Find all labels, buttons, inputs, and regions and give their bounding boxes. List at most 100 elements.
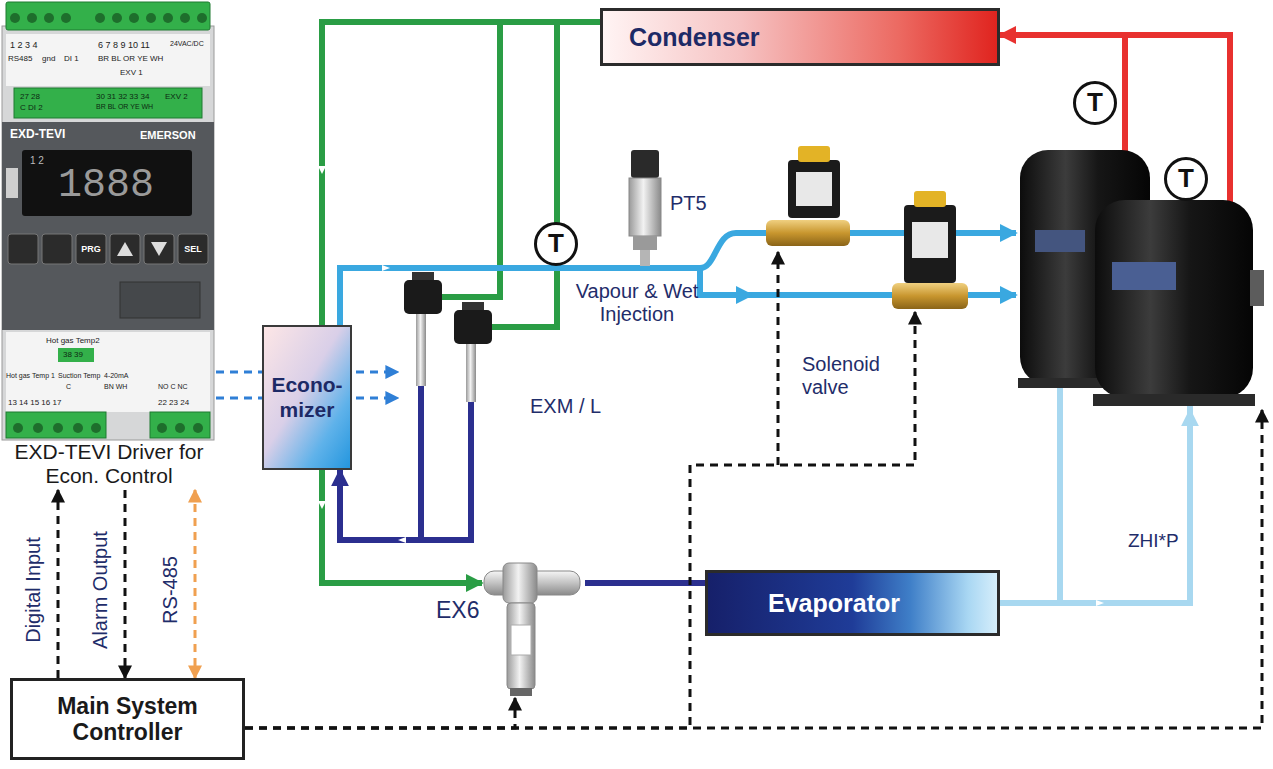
device-marking: EXD-TEVI <box>10 128 65 142</box>
pipe-segment <box>418 384 424 543</box>
expansion-valve-picture <box>416 314 426 386</box>
terminal-screw <box>91 423 101 433</box>
driver-module <box>2 26 214 440</box>
ex6-valve-picture <box>484 563 580 696</box>
solenoid-valve-picture <box>904 205 956 283</box>
refrigerant-pipe <box>340 268 752 325</box>
solenoid-valve-picture <box>788 160 840 218</box>
terminal-screw <box>112 13 122 23</box>
device-marking: 30 31 32 33 34 <box>96 92 149 101</box>
expansion-valve-picture <box>404 280 442 314</box>
flow-arrow <box>318 166 1104 606</box>
device-marking: NO C NC <box>158 383 188 391</box>
device-marking: gnd <box>42 54 55 63</box>
device-marking: Suction Temp <box>58 372 100 380</box>
driver-module <box>117 242 133 256</box>
refrigerant-pipe <box>1000 292 1016 298</box>
signal-label: RS-485 <box>159 553 182 627</box>
compressor-picture <box>1093 394 1255 406</box>
terminal-screw <box>180 13 190 23</box>
refrigerant-pipe <box>322 22 600 583</box>
device-marking: PRG <box>76 244 106 254</box>
device-marking: SEL <box>178 244 208 254</box>
node-label: Condenser <box>629 23 760 52</box>
flow-arrow <box>398 537 406 543</box>
device-marking: 1 2 3 4 <box>10 40 38 50</box>
refrigerant-pipe <box>1000 410 1190 603</box>
terminal-screw <box>175 423 185 433</box>
terminal-screw <box>10 13 207 23</box>
refrigerant-pipe <box>585 580 705 586</box>
flow-arrow <box>1096 600 1104 606</box>
pipe-segment <box>1122 35 1128 160</box>
terminal-screw <box>61 13 71 23</box>
compressor-picture <box>1018 150 1264 406</box>
driver-module <box>120 282 200 318</box>
ex6-valve-picture <box>503 563 537 603</box>
pipe-segment <box>1057 380 1063 606</box>
terminal-screw <box>129 13 139 23</box>
device-marking: RS485 <box>8 54 32 63</box>
control-signal-line <box>57 490 60 678</box>
solenoid-valve-picture <box>892 283 968 309</box>
device-marking: 22 23 24 <box>158 398 189 407</box>
temperature-sensor: T <box>1073 81 1117 125</box>
device-marking: DI 1 <box>64 54 79 63</box>
node-label: ZHI*P <box>1128 530 1179 552</box>
pressure-transducer-picture <box>640 250 650 266</box>
terminal-screw <box>157 423 167 433</box>
device-marking: 38 39 <box>63 350 83 359</box>
flow-note: Vapour & Wet Injection <box>566 280 708 326</box>
pressure-transducer: PT5 <box>624 148 666 264</box>
driver-module <box>22 150 192 216</box>
signal-label: Alarm Output <box>89 528 112 652</box>
control-signal-line <box>245 698 515 728</box>
driver-module <box>8 234 38 264</box>
driver-module <box>2 122 214 330</box>
terminal-screw <box>13 423 23 433</box>
node-label: Evaporator <box>768 589 900 618</box>
terminal-screw <box>53 423 63 433</box>
device-marking: 6 7 8 9 10 11 <box>98 40 150 50</box>
refrigerant-pipe <box>495 22 600 297</box>
driver-module <box>6 412 106 438</box>
node-label: T <box>548 229 564 259</box>
device-marking: BR BL OR YE WH <box>98 54 163 63</box>
terminal-screw <box>13 423 203 433</box>
device-marking: EMERSON <box>140 129 196 142</box>
driver-module <box>2 2 214 440</box>
node-label: PT5 <box>670 192 707 215</box>
device-marking: 1888 <box>58 166 154 206</box>
refrigerant-pipe <box>1000 35 1230 150</box>
temperature-sensor: T <box>534 222 578 266</box>
compressor-picture <box>1035 230 1085 252</box>
device-marking: EXV 2 <box>165 92 188 101</box>
driver-module <box>58 348 94 362</box>
controller-box: Main System Controller <box>10 678 245 760</box>
condenser-box: Condenser <box>600 8 1000 66</box>
driver-module <box>144 234 174 264</box>
compressor-picture <box>1112 262 1176 290</box>
expansion-valve-picture <box>466 344 476 402</box>
device-marking: 1 2 <box>30 155 44 167</box>
terminal-screw <box>163 13 173 23</box>
pipe-segment <box>1227 150 1233 206</box>
device-marking: Hot gas Temp 1 <box>6 372 55 380</box>
device-marking: C <box>66 383 71 391</box>
driver-module <box>6 34 210 86</box>
evaporator-box: Evaporator <box>705 570 1000 636</box>
driver-module <box>6 332 210 412</box>
node-label: Econo- mizer <box>268 373 346 421</box>
terminal-screw <box>27 13 37 23</box>
node-label: Solenoid valve <box>802 353 898 399</box>
device-marking: 24VAC/DC <box>170 40 204 48</box>
ex6-valve-picture <box>510 688 532 696</box>
node-label: T <box>1178 164 1194 194</box>
driver-module <box>151 242 167 256</box>
pressure-transducer-picture <box>629 178 661 236</box>
terminal-screw <box>33 423 43 433</box>
driver-module <box>76 234 106 264</box>
solenoid-valve-picture <box>766 146 968 309</box>
